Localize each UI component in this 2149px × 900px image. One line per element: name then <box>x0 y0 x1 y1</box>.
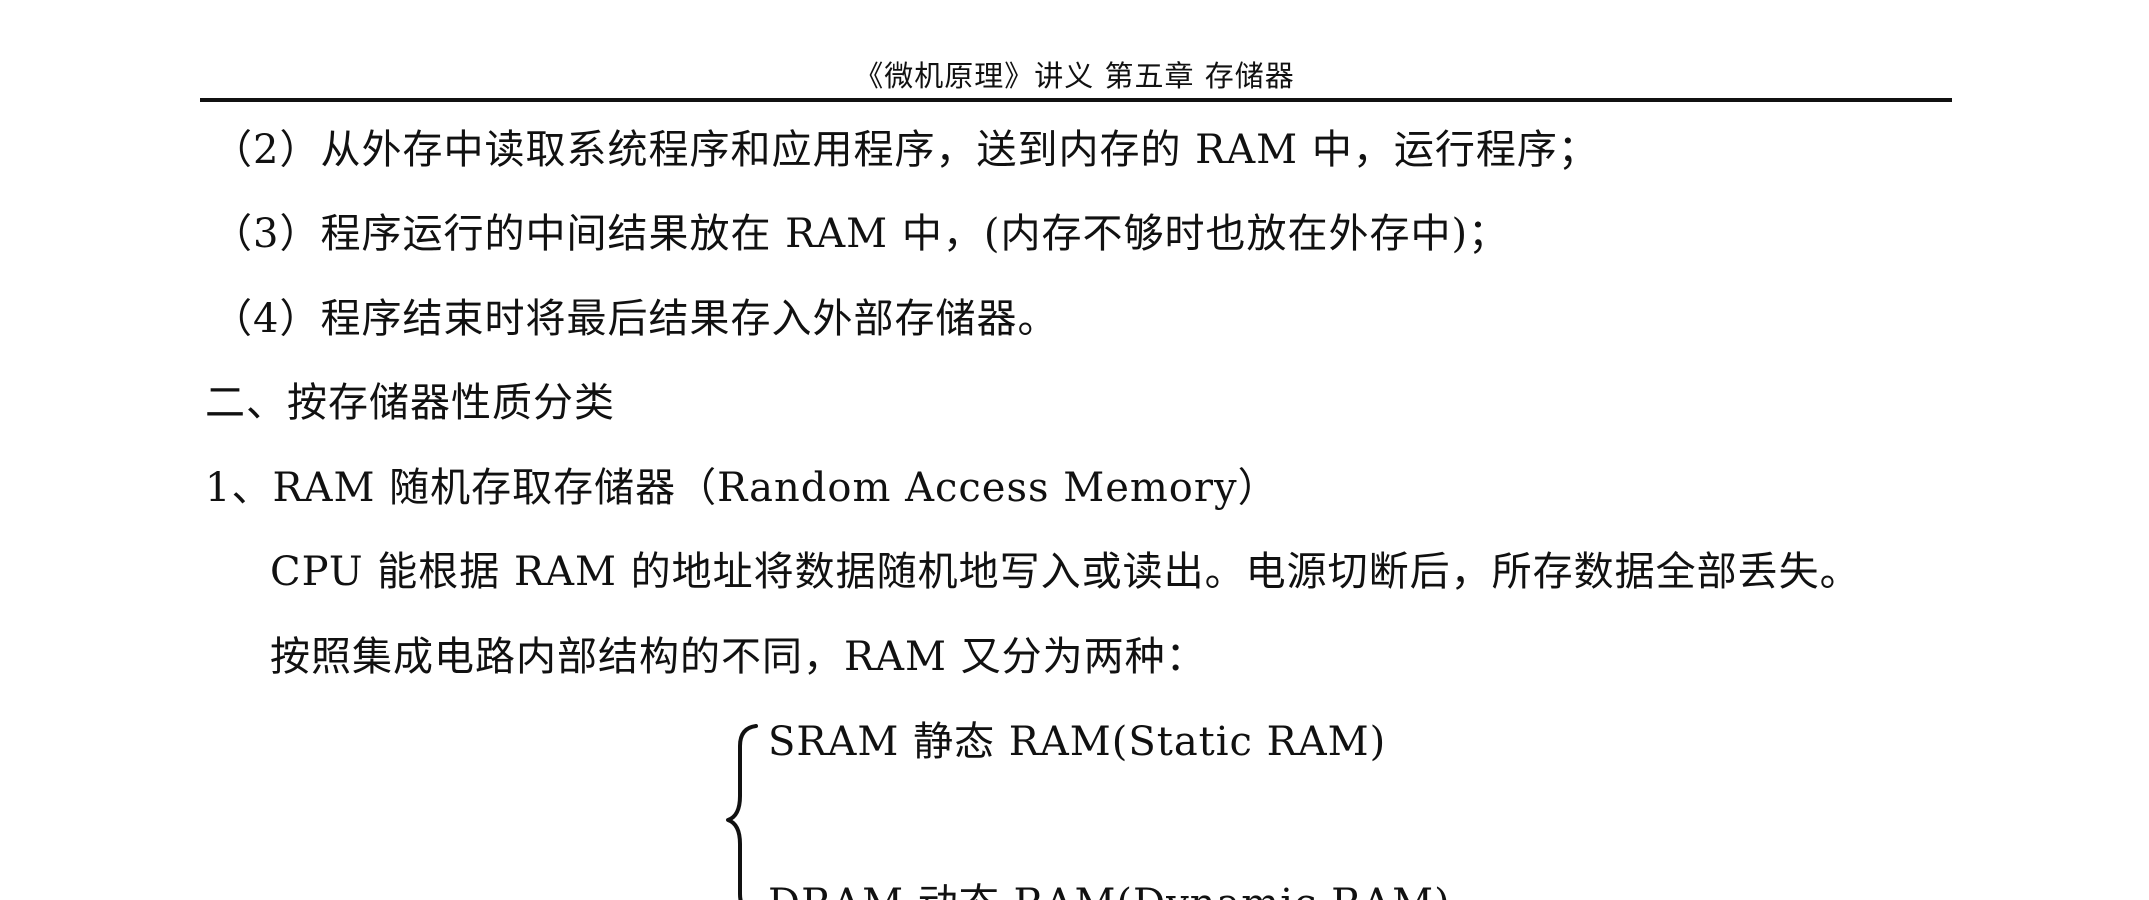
list-item: （4）程序结束时将最后结果存入外部存储器。 <box>212 296 1059 342</box>
list-item: （2）从外存中读取系统程序和应用程序，送到内存的 RAM 中，运行程序； <box>212 127 1599 173</box>
subsection-heading: 1、RAM 随机存取存储器（Random Access Memory） <box>205 465 1279 511</box>
left-brace-icon <box>726 724 758 900</box>
header-rule <box>200 98 1952 102</box>
paragraph: CPU 能根据 RAM 的地址将数据随机地写入或读出。电源切断后，所存数据全部丢… <box>270 549 1861 595</box>
section-heading: 二、按存储器性质分类 <box>205 380 615 426</box>
ram-type-option: SRAM 静态 RAM(Static RAM) <box>768 719 1387 765</box>
ram-type-option: DRAM 动态 RAM(Dynamic RAM) <box>768 880 1451 900</box>
list-item: （3）程序运行的中间结果放在 RAM 中，(内存不够时也放在外存中)； <box>212 211 1510 257</box>
page-header-title: 《微机原理》讲义 第五章 存储器 <box>854 59 1295 93</box>
paragraph: 按照集成电路内部结构的不同，RAM 又分为两种： <box>270 634 1207 680</box>
